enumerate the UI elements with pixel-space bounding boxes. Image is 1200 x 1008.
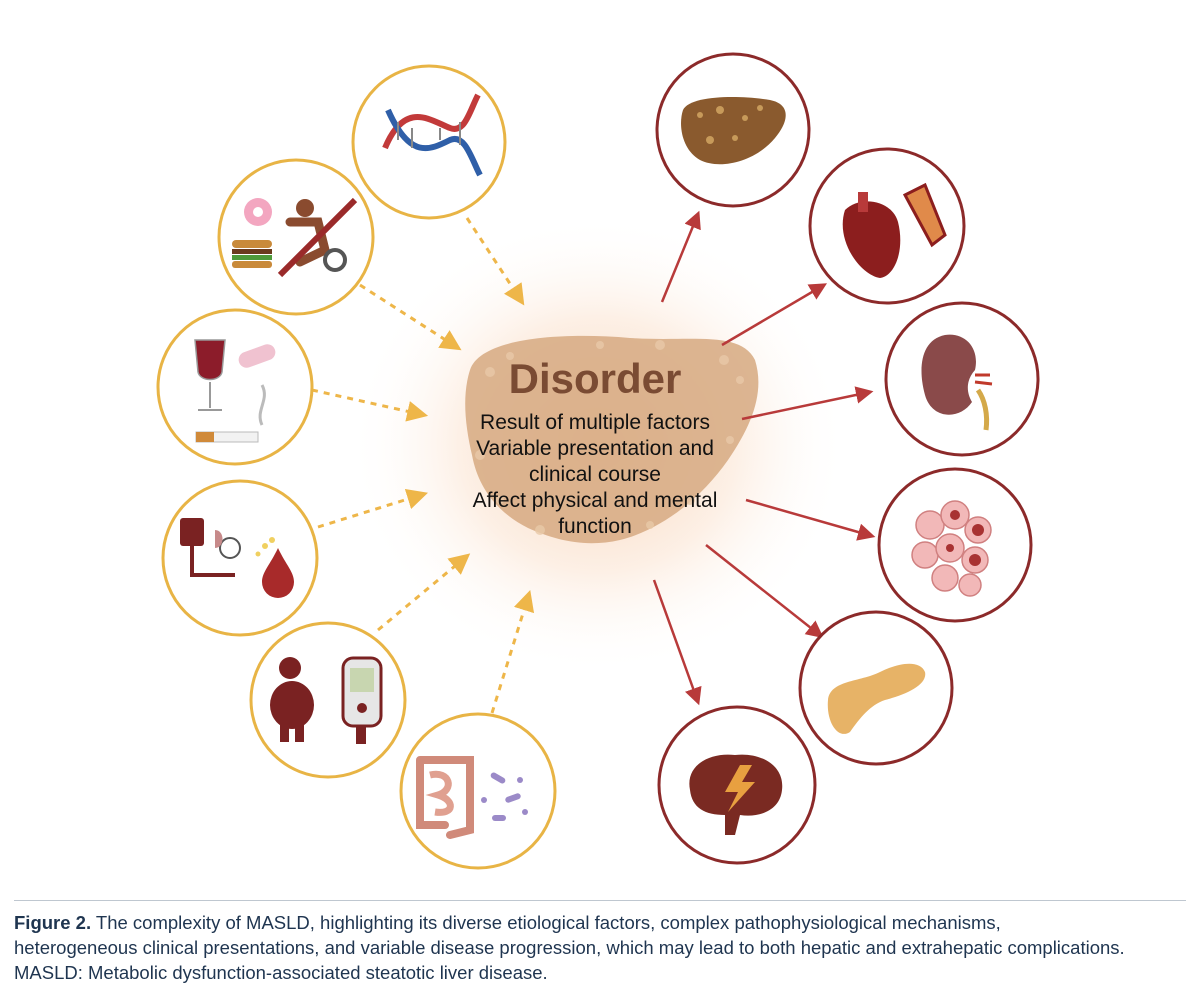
factor-arrow-5 [377, 553, 471, 632]
caption-text-1: The complexity of MASLD, highlighting it… [91, 912, 1001, 933]
liver-texture [475, 340, 744, 535]
pancreas-icon [827, 663, 926, 734]
factor-gut-microbiota [399, 712, 557, 870]
tumor-cells-icon [911, 500, 992, 597]
complication-brain [657, 705, 817, 865]
factor-arrow-1 [465, 217, 525, 306]
complication-arrow-2 [721, 283, 828, 347]
caption-label: Figure 2. [14, 912, 92, 933]
junk-food-no-exercise-icon [232, 197, 358, 278]
caption-line-3: MASLD: Metabolic dysfunction-associated … [14, 962, 548, 983]
fatty-liver-icon [681, 97, 786, 165]
brain-lightning-icon [689, 754, 783, 835]
center-line-1: Result of multiple factors [480, 411, 710, 434]
figure-caption: Figure 2. The complexity of MASLD, highl… [14, 910, 1189, 985]
blood-pressure-glucose-icon [180, 518, 294, 598]
factor-arrow-6 [490, 589, 535, 714]
factor-obesity-diabetes [249, 621, 407, 779]
center-line-5: function [558, 515, 632, 538]
kidney-icon [921, 334, 993, 431]
caption-line-1: Figure 2. The complexity of MASLD, highl… [14, 910, 1189, 935]
complication-arrow-4 [745, 498, 876, 541]
center-liver-shape [465, 335, 759, 544]
complication-liver [655, 52, 811, 208]
complication-arrows [652, 210, 876, 706]
caption-line-2: heterogeneous clinical presentations, an… [14, 937, 1125, 958]
complication-cancer [877, 467, 1033, 623]
complication-kidney [884, 301, 1040, 457]
complication-arrow-1 [660, 210, 701, 303]
complication-arrow-5 [705, 544, 824, 639]
center-line-2: Variable presentation and [476, 437, 714, 460]
factor-genetics [351, 64, 507, 220]
complication-pancreas [798, 610, 954, 766]
factor-arrow-2 [359, 283, 462, 351]
heart-artery-icon [842, 182, 947, 278]
obesity-glucometer-icon [270, 656, 383, 744]
alcohol-pill-cigarette-icon [194, 339, 276, 443]
masld-diagram: Disorder Result of multiple factors Vari… [156, 52, 1040, 870]
center-line-3: clinical course [529, 463, 661, 486]
dna-icon [382, 93, 483, 177]
factor-lifestyle [217, 158, 375, 316]
center-title: Disorder [508, 355, 682, 402]
factor-hypertension-glycemia [161, 479, 319, 637]
diagram-canvas [156, 52, 1040, 870]
caption-divider [14, 900, 1186, 901]
factor-arrows [311, 217, 535, 714]
gut-microbiota-icon [416, 756, 528, 839]
complication-cardiovascular [808, 147, 966, 305]
center-line-4: Affect physical and mental [472, 489, 718, 512]
center-description: Result of multiple factors Variable pres… [440, 410, 750, 540]
complication-arrow-6 [652, 579, 702, 706]
factor-substances [156, 308, 314, 466]
complication-arrow-3 [741, 386, 874, 421]
